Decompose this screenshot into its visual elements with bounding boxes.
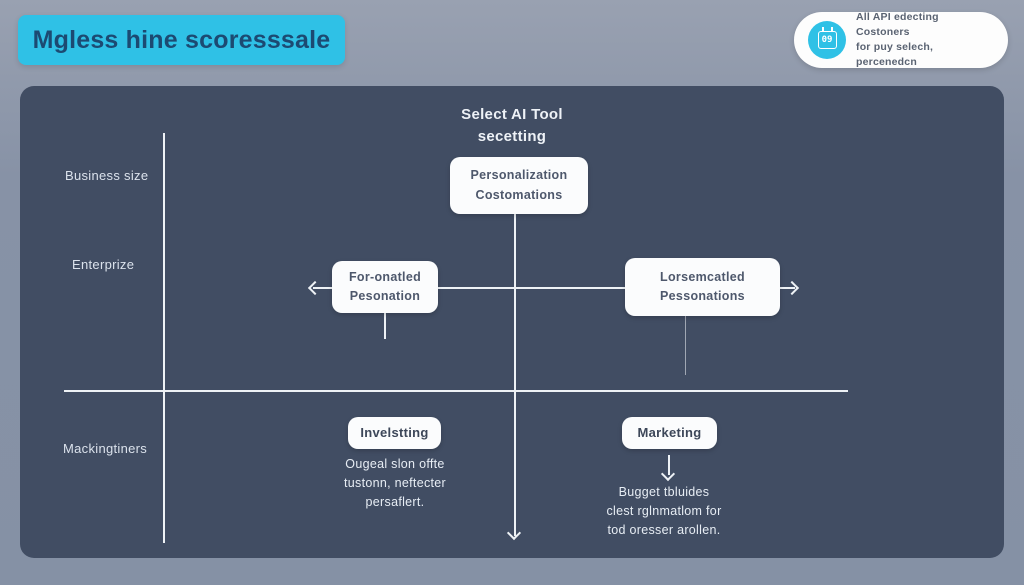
page-title: Mgless hine scoresssale <box>32 25 331 54</box>
node-lorsemcatled-line2: Pessonations <box>660 289 745 303</box>
badge-text-line1: All API edecting Costoners <box>856 10 939 38</box>
node-personalization: Personalization Costomations <box>450 157 588 214</box>
badge-text: All API edecting Costoners for puy selec… <box>856 10 994 71</box>
node-marketing: Marketing <box>622 417 717 449</box>
calendar-icon: 09 <box>808 21 846 59</box>
arrow-down-marketing-icon <box>660 466 676 482</box>
arrow-down-center-icon <box>506 525 522 541</box>
y-axis-line <box>163 133 165 543</box>
axis-label-mackingtiners: Mackingtiners <box>63 441 148 456</box>
calendar-icon-glyph: 09 <box>817 27 837 49</box>
node-personalization-line1: Personalization <box>470 168 568 183</box>
diagram-title-line1: Select AI Tool <box>461 106 563 123</box>
node-lorsemcatled: Lorsemcatled Pessonations <box>625 258 780 316</box>
marketing-arrow-line <box>668 455 670 475</box>
node-lorsemcatled-line1: Lorsemcatled <box>660 269 745 284</box>
row-connector-line <box>313 287 795 289</box>
node-personalization-line2: Costomations <box>475 187 563 202</box>
diagram-title: Select AI Tool secetting <box>20 104 1004 148</box>
right-node-stub-line <box>685 316 686 375</box>
badge-text-line2: for puy selech, percenedcn <box>856 41 934 69</box>
diagram-title-line2: secetting <box>477 127 547 145</box>
arrow-left-icon <box>307 280 323 296</box>
center-flow-line <box>514 214 516 536</box>
diagram-panel: Select AI Tool secetting Business size E… <box>20 86 1004 558</box>
x-axis-line <box>64 390 848 392</box>
node-marketing-label: Marketing <box>637 424 702 440</box>
node-foronatled: For-onatled Pesonation <box>332 261 438 313</box>
node-foronatled-line2: Pesonation <box>349 289 421 303</box>
caption-invelstting: Ougeal slon offte tustonn, neftecter per… <box>344 457 446 509</box>
node-invelstting: Invelstting <box>348 417 441 449</box>
axis-label-business-size: Business size <box>65 168 149 183</box>
page-title-chip: Mgless hine scoresssale <box>18 15 345 65</box>
node-foronatled-line1: For-onatled <box>348 269 422 284</box>
caption-marketing: Bugget tbluides clest rglnmatlom for tod… <box>606 485 722 537</box>
header-badge: 09 All API edecting Costoners for puy se… <box>794 10 1008 71</box>
arrow-right-icon <box>784 280 800 296</box>
node-invelstting-label: Invelstting <box>360 424 429 440</box>
axis-label-enterprize: Enterprize <box>72 257 135 272</box>
left-node-stub-line <box>384 313 386 339</box>
